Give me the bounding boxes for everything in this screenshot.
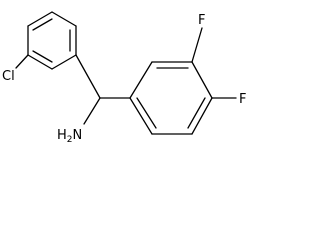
bond-l4 — [51, 54, 77, 70]
bond-r6 — [129, 97, 153, 135]
double-bond-l-a — [32, 18, 53, 31]
double-bond-l-c — [32, 50, 53, 63]
double-bond-r-c — [136, 97, 157, 129]
chlorine-label: Cl — [2, 69, 15, 84]
amine-n: N — [73, 128, 83, 143]
bond-l1 — [27, 11, 53, 27]
fluorine-3-label: F — [198, 13, 205, 28]
double-bond-r-b — [187, 97, 206, 129]
molecule-drawing: Cl H2N F F — [2, 11, 246, 145]
bond-c-cl — [15, 54, 29, 69]
bond-r4 — [191, 97, 213, 135]
bond-ring-ch — [75, 54, 101, 99]
bond-r3 — [191, 61, 213, 99]
bond-c-f3 — [191, 27, 203, 63]
bond-l2 — [51, 11, 77, 27]
bonds — [15, 11, 237, 135]
amine-h: H — [57, 128, 67, 143]
amine-label: H2N — [57, 128, 82, 145]
fluorine-4-label: F — [239, 92, 246, 107]
bond-r1 — [129, 61, 153, 99]
bond-l5 — [27, 54, 53, 70]
amine-h-count: 2 — [67, 135, 73, 145]
bond-ch-n — [83, 97, 101, 125]
structure-diagram: Cl H2N F F — [2, 11, 246, 145]
